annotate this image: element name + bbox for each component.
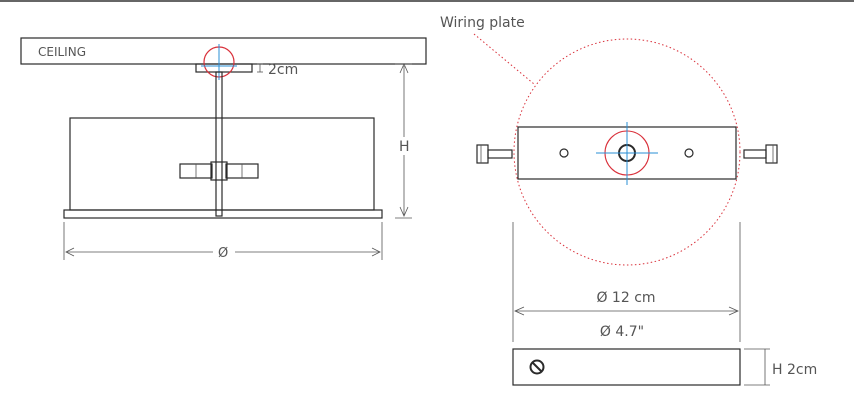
height-label: H [399,139,410,155]
magnified-view-circle [513,38,741,266]
canopy-plate [195,63,253,73]
ceiling-label: CEILING [38,45,86,59]
screw-left-icon [476,144,513,164]
plate-diameter-in-label: Ø 4.7" [600,324,644,340]
wiring-plate-detail: Wiring plate Ø 12 cm Ø 4.7" [440,15,817,386]
leader-line [473,33,535,85]
plate-diameter-cm-label: Ø 12 cm [596,290,655,306]
mounting-hole-left [559,148,569,158]
fixture-side-view: CEILING 2cm H [20,37,427,261]
mounting-hole-right [684,148,694,158]
diffuser-plate [63,209,383,219]
diameter-label: Ø [218,246,228,261]
plate-side-profile [512,348,741,386]
socket-hub [210,161,228,181]
screw-right-icon [743,144,778,164]
plate-thickness-label: 2cm [268,62,298,78]
stem-rod [215,71,223,217]
plate-height-label: H 2cm [772,362,817,378]
screw-head-icon [529,359,545,375]
wiring-plate-label: Wiring plate [440,15,525,31]
